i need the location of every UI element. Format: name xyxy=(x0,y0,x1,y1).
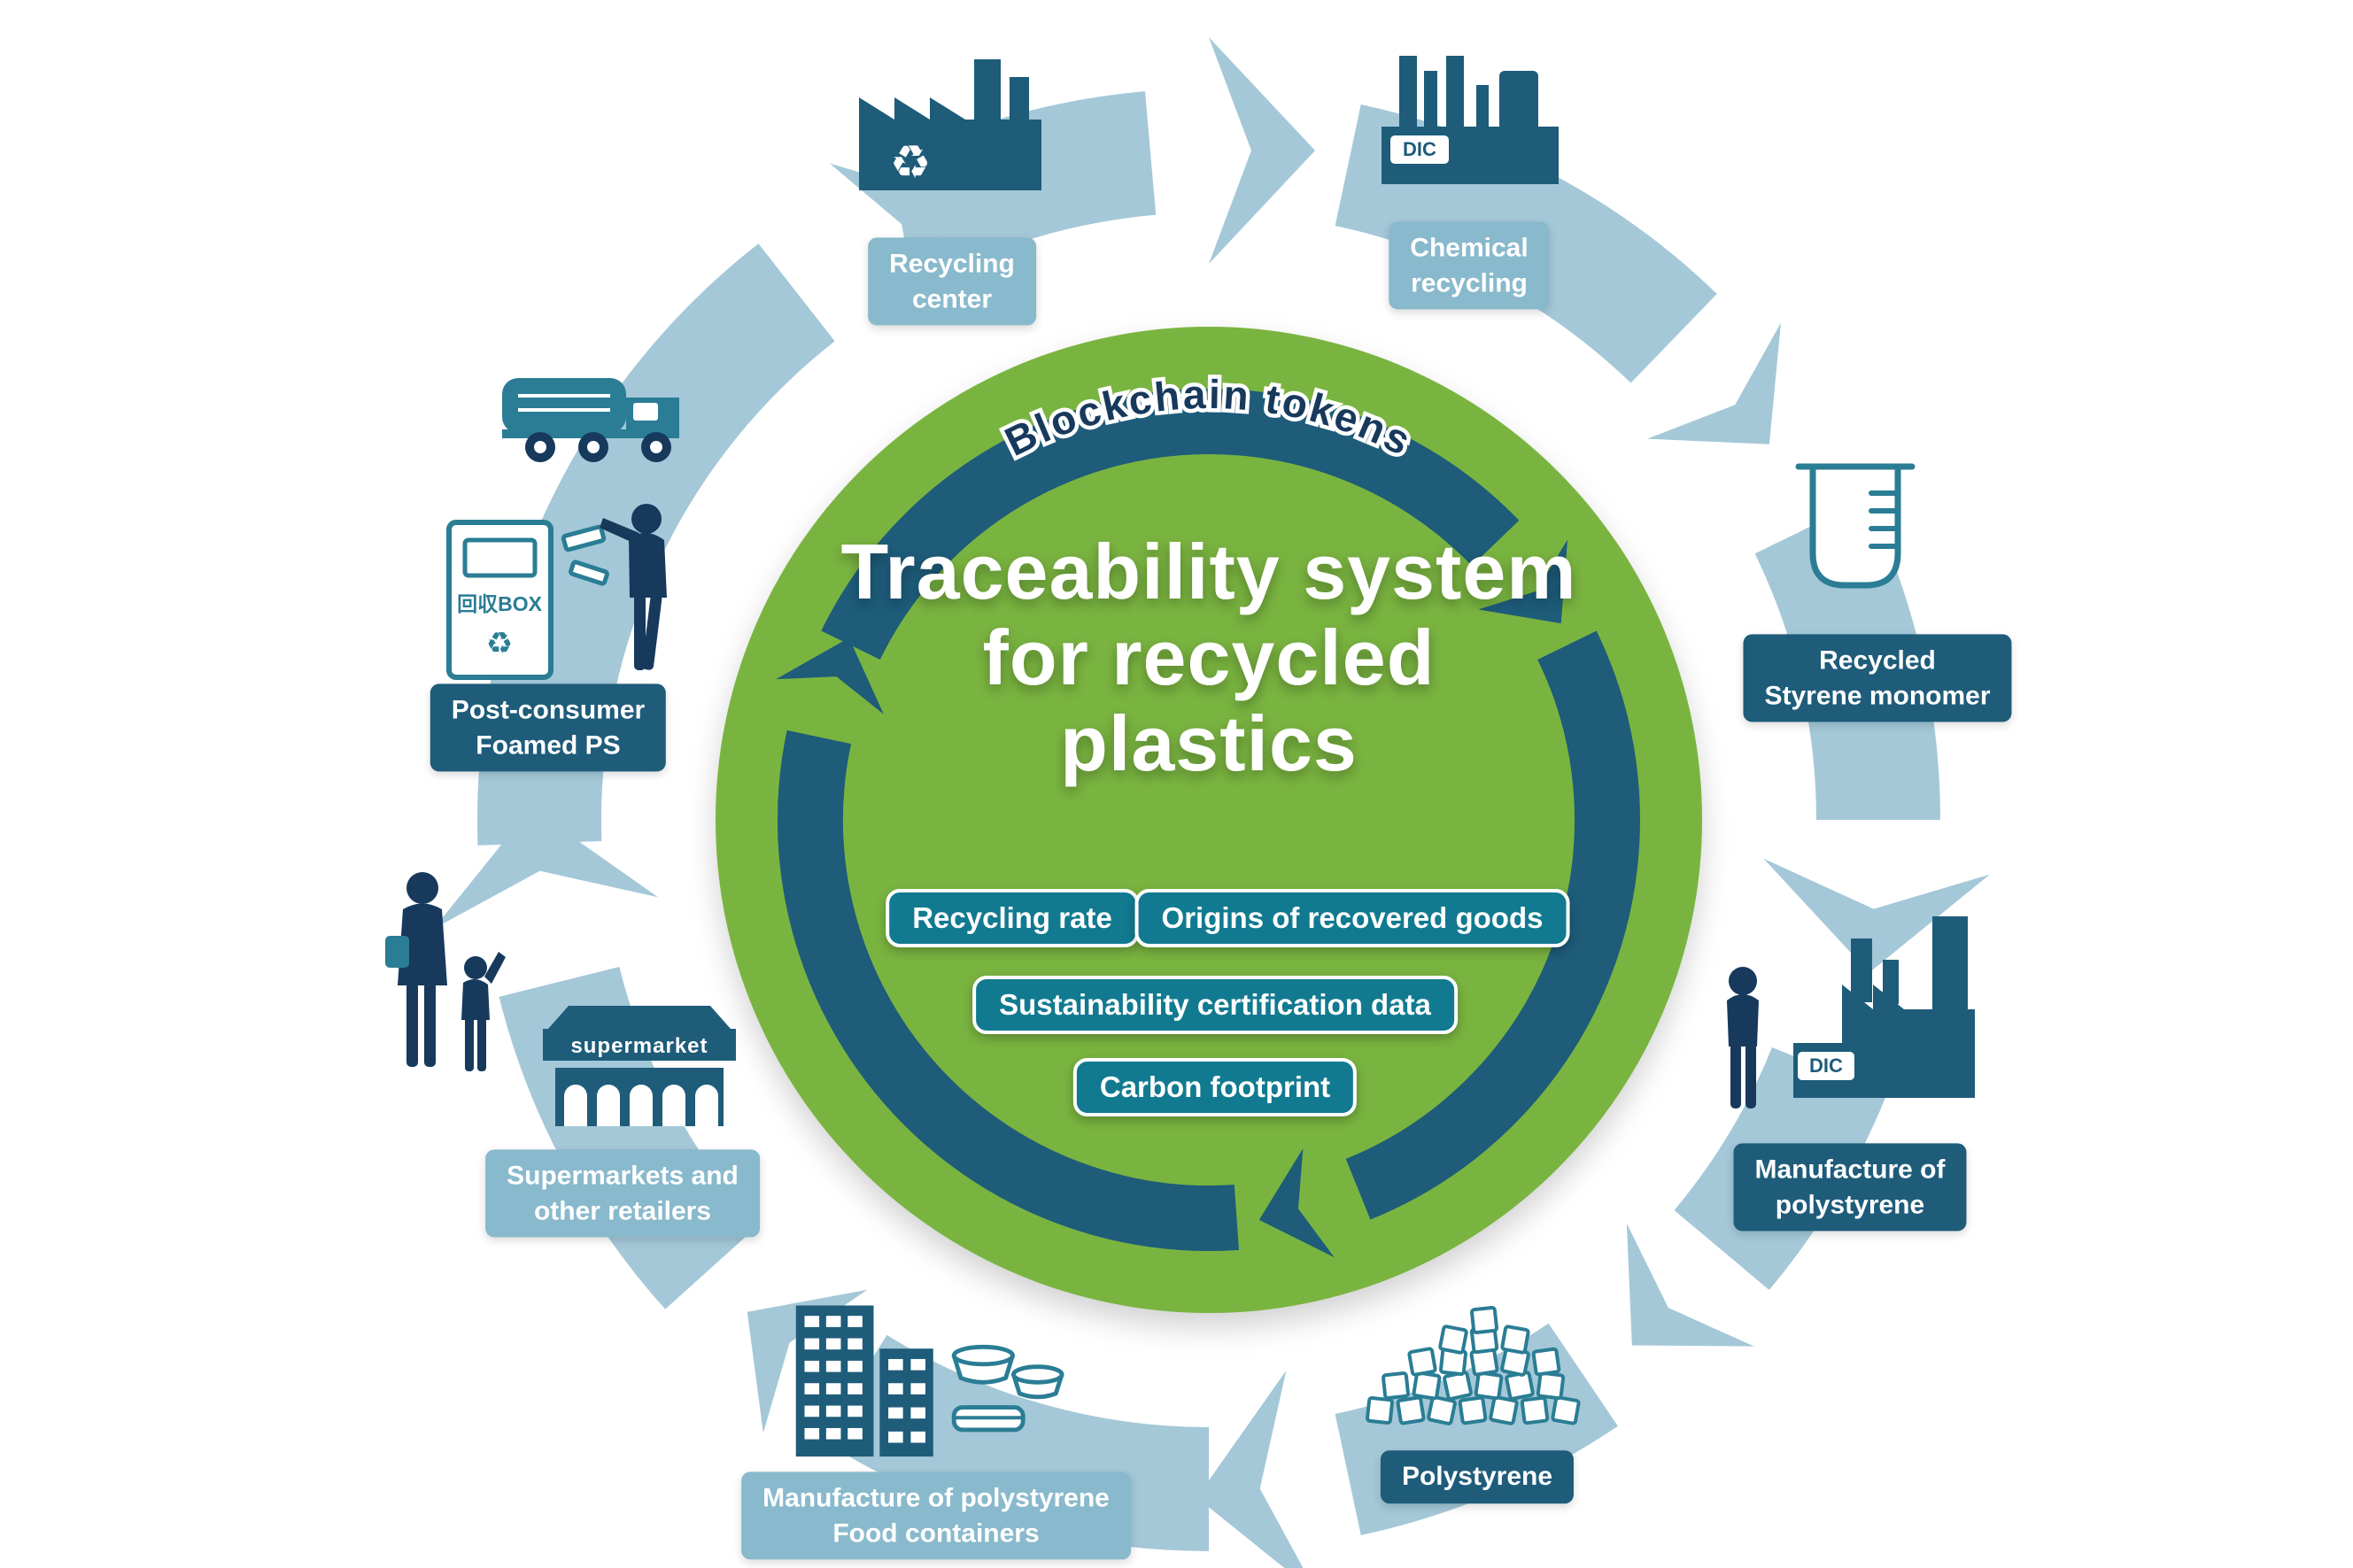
dic-logo: DIC xyxy=(1809,1054,1843,1077)
title-line-1: Traceability system xyxy=(840,528,1577,615)
polystyrene-factory-icon: DIC xyxy=(1727,916,1975,1108)
title-line-2: for recycled xyxy=(982,613,1436,701)
recycle-icon: ♻ xyxy=(890,137,932,189)
ring-arrowhead xyxy=(1647,322,1782,444)
supermarket-sign: supermarket xyxy=(570,1034,708,1058)
center-circle xyxy=(716,327,1702,1313)
ring-arrowhead xyxy=(1209,37,1315,264)
recycling-factory-icon: ♻ xyxy=(859,59,1041,190)
diagram-title: Traceability system for recycled plastic… xyxy=(840,529,1576,786)
ring-arrowhead xyxy=(1626,1223,1754,1347)
ring-arrowhead xyxy=(1196,1370,1304,1568)
stage-label-polystyrene: Polystyrene xyxy=(1380,1450,1575,1503)
collection-box-sign: 回収BOX xyxy=(457,592,543,615)
pill-origins-of-recovered-goods: Origins of recovered goods xyxy=(1134,889,1570,947)
stage-label-food-containers: Manufacture of polystyrene Food containe… xyxy=(741,1471,1131,1560)
pill-recycling-rate: Recycling rate xyxy=(886,889,1139,947)
consumers-icon xyxy=(385,872,506,1071)
container-factory-icon xyxy=(795,1305,1064,1457)
polystyrene-pellets-icon xyxy=(1366,1306,1581,1425)
stage-label-manufacture-polystyrene: Manufacture of polystyrene xyxy=(1733,1143,1967,1232)
pill-sustainability-certification-data: Sustainability certification data xyxy=(972,976,1458,1034)
stage-label-recycling-center: Recycling center xyxy=(868,237,1036,326)
stage-label-chemical-recycling: Chemical recycling xyxy=(1389,221,1550,310)
collection-box-icon: 回収BOX ♻ xyxy=(446,504,667,680)
recycle-icon: ♻ xyxy=(486,627,513,660)
stage-label-post-consumer-foamed-ps: Post-consumer Foamed PS xyxy=(430,684,667,772)
dic-logo: DIC xyxy=(1403,138,1436,160)
chemical-plant-icon: DIC xyxy=(1382,56,1559,184)
garbage-truck-icon xyxy=(502,378,679,462)
stage-label-recycled-styrene-monomer: Recycled Styrene monomer xyxy=(1743,634,2012,722)
stage-label-supermarkets: Supermarkets and other retailers xyxy=(485,1149,760,1238)
pill-carbon-footprint: Carbon footprint xyxy=(1072,1058,1358,1116)
title-line-3: plastics xyxy=(1060,699,1358,787)
supermarket-icon: supermarket xyxy=(543,1006,736,1126)
beaker-icon xyxy=(1795,463,1916,589)
